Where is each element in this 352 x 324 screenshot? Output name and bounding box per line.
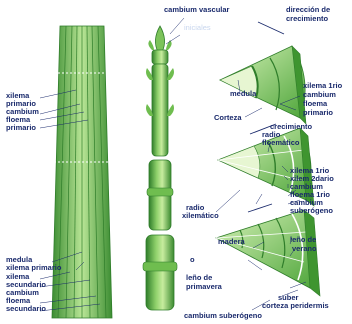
label-radio-xilematico-2: xilemático	[182, 211, 219, 220]
label-suberogeno-mid: suberógeno	[290, 206, 333, 215]
label-corteza: Corteza	[214, 113, 242, 122]
label-xilema-1rio-top: xilema 1rio	[303, 81, 343, 90]
label-o: o	[190, 255, 195, 264]
label-corteza-peridermis: corteza peridermis	[262, 301, 329, 310]
label-madera: madera	[218, 237, 246, 246]
label-cambium-vascular: cambium vascular	[164, 5, 230, 14]
label-leno-de2: leño de	[186, 273, 212, 282]
label-direccion: dirección de	[286, 5, 330, 14]
label-verano: verano	[292, 244, 317, 253]
label-radio-floematico-2: floemático	[262, 138, 300, 147]
label-primario-top: primario	[303, 108, 333, 117]
stem-growth-stages	[132, 26, 188, 310]
label-bl-xilema-primario: xilema primario	[6, 263, 62, 272]
label-primavera: primavera	[186, 282, 223, 291]
label-bl-secundario2: secundario	[6, 304, 46, 313]
label-crecimiento-top: crecimiento	[286, 14, 329, 23]
label-cambium-suberogeno: cambium suberógeno	[184, 311, 262, 320]
label-medula-top: medula	[230, 89, 257, 98]
cross-section-woody	[216, 210, 320, 296]
label-iniciales: iniciales	[184, 23, 211, 32]
label-floema-top: floema	[303, 99, 328, 108]
label-leno-de: leño de	[290, 235, 316, 244]
label-left-primario2: primario	[6, 123, 36, 132]
longitudinal-section	[52, 26, 124, 318]
label-cambium-top: cambium	[303, 90, 336, 99]
